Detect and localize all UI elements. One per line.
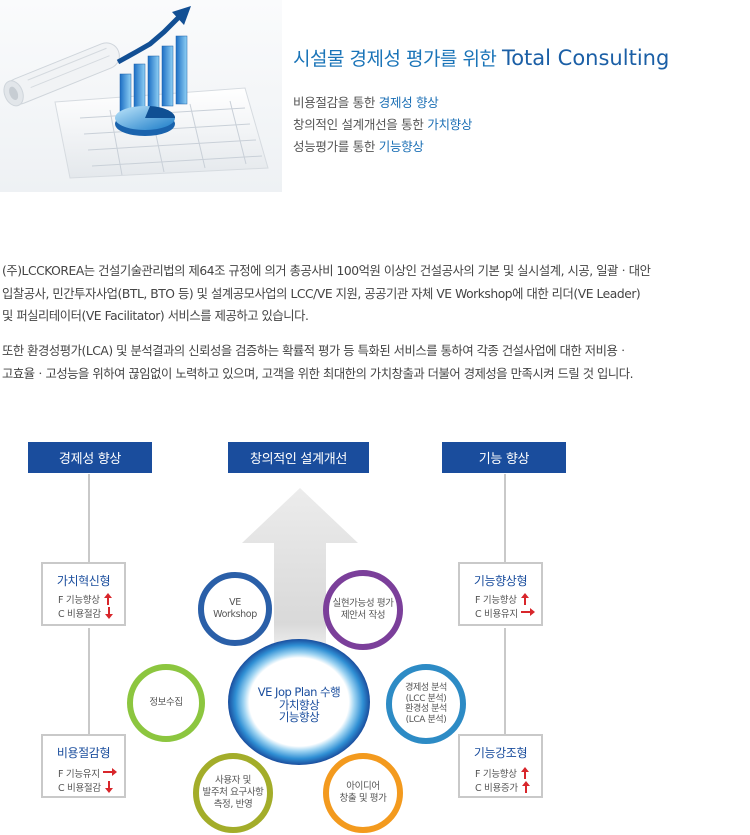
circle-idea-line-2: 창출 및 평가: [339, 793, 387, 804]
center-label-line-1: VE Jop Plan 수행: [257, 685, 341, 699]
box-function-improvement-line-1: F 기능향상: [475, 595, 517, 606]
hero-illustration: [0, 0, 282, 192]
intro-p2-line-1: 또한 환경성평가(LCA) 및 분석결과의 신뢰성을 검증하는 확률적 평가 등…: [2, 344, 629, 358]
box-cost-reduction-line-2: C 비용절감: [58, 783, 101, 794]
feature-line-1: 비용절감을 통한 경제성 향상: [293, 92, 439, 111]
feature-3-prefix: 성능평가를 통한: [293, 139, 376, 154]
circle-analysis: 경제성 분석(LCC 분석)환경성 분석(LCA 분석): [386, 664, 466, 744]
intro-paragraph-1: (주)LCCKOREA는 건설기술관리법의 제64조 규정에 의거 총공사비 1…: [2, 260, 747, 328]
circle-user-line-1: 사용자 및: [215, 775, 251, 786]
headline: 시설물 경제성 평가를 위한 Total Consulting: [293, 44, 669, 71]
circle-analysis-line-1: 경제성 분석: [405, 683, 447, 693]
arrow-up-icon: [520, 767, 529, 779]
arrow-up-icon: [103, 593, 112, 605]
tab-function-improvement: 기능 향상: [442, 442, 566, 473]
circle-user-line-3: 측정, 반영: [213, 799, 253, 810]
center-ring: [228, 639, 370, 765]
circle-proposal-line-2: 제안서 작성: [340, 610, 386, 621]
center-label-line-2: 가치향상: [278, 697, 320, 712]
arrow-right-icon: [520, 608, 535, 616]
arrow-up-icon: [520, 593, 529, 605]
circle-user-line-2: 발주처 요구사항: [202, 787, 264, 798]
up-arrow-graphic: [242, 488, 358, 668]
circle-idea-line-1: 아이디어: [346, 781, 380, 792]
box-function-emphasis-line-2: C 비용증가: [475, 783, 518, 794]
box-value-innovation: 가치혁신형 F 기능향상 C 비용절감: [41, 562, 126, 626]
intro-p1-line-1: (주)LCCKOREA는 건설기술관리법의 제64조 규정에 의거 총공사비 1…: [2, 264, 651, 278]
headline-prefix: 시설물 경제성 평가를 위한: [293, 48, 497, 70]
feature-2-prefix: 창의적인 설계개선을 통한: [293, 117, 424, 132]
circle-analysis-line-4: (LCA 분석): [405, 714, 447, 725]
circle-ve-workshop-line-1: VE: [229, 597, 241, 608]
box-function-emphasis-line-1: F 기능향상: [475, 769, 517, 780]
box-value-innovation-line-2: C 비용절감: [58, 609, 101, 620]
circle-ve-workshop-line-2: Workshop: [213, 609, 257, 620]
box-cost-reduction-title: 비용절감형: [56, 746, 111, 760]
feature-line-2: 창의적인 설계개선을 통한 가치향상: [293, 114, 472, 133]
feature-3-highlight: 기능향상: [378, 139, 424, 154]
circle-proposal-line-1: 실현가능성 평가: [332, 598, 394, 609]
feature-2-highlight: 가치향상: [427, 117, 473, 132]
right-connector-bottom: [504, 628, 506, 734]
arrow-down-icon: [104, 781, 113, 793]
center-label-line-3: 기능향상: [278, 710, 320, 724]
box-value-innovation-title: 가치혁신형: [56, 574, 111, 588]
headline-suffix: Total Consulting: [501, 46, 670, 70]
intro-paragraph-2: 또한 환경성평가(LCA) 및 분석결과의 신뢰성을 검증하는 확률적 평가 등…: [2, 340, 747, 385]
box-function-improvement-title: 기능향상형: [473, 574, 528, 588]
circle-analysis-line-2: (LCC 분석): [405, 693, 447, 704]
box-cost-reduction-line-1: F 기능유지: [58, 769, 100, 780]
left-connector-top: [88, 474, 90, 562]
feature-1-highlight: 경제성 향상: [378, 95, 439, 110]
box-cost-reduction: 비용절감형 F 기능유지 C 비용절감: [41, 734, 126, 798]
arrow-down-icon: [104, 607, 113, 619]
circle-info-gathering: 정보수집: [127, 664, 205, 742]
feature-1-prefix: 비용절감을 통한: [293, 95, 376, 110]
tab-economic-improvement: 경제성 향상: [28, 442, 152, 473]
intro-p1-line-3: 및 퍼실리테이터(VE Facilitator) 서비스를 제공하고 있습니다.: [2, 309, 309, 323]
arrow-up-icon: [521, 781, 530, 793]
arrow-right-icon: [102, 768, 117, 776]
box-function-improvement-line-2: C 비용유지: [475, 609, 518, 620]
intro-p2-line-2: 고효율ㆍ고성능을 위하여 끊임없이 노력하고 있으며, 고객을 위한 최대한의 …: [2, 366, 634, 381]
box-value-innovation-line-1: F 기능향상: [58, 595, 100, 606]
box-function-emphasis-title: 기능강조형: [473, 746, 528, 760]
right-connector-top: [504, 474, 506, 562]
intro-p1-line-2: 입찰공사, 민간투자사업(BTL, BTO 등) 및 설계공모사업의 LCC/V…: [2, 286, 641, 301]
circle-info-line-1: 정보수집: [149, 697, 183, 708]
left-connector-bottom: [88, 628, 90, 734]
center-label: VE Jop Plan 수행 가치향상 기능향상: [234, 686, 364, 724]
tab-creative-design: 창의적인 설계개선: [228, 442, 369, 473]
circle-analysis-line-3: 환경성 분석: [405, 704, 447, 714]
box-function-improvement: 기능향상형 F 기능향상 C 비용유지: [458, 562, 543, 626]
feature-line-3: 성능평가를 통한 기능향상: [293, 136, 424, 155]
box-function-emphasis: 기능강조형 F 기능향상 C 비용증가: [458, 734, 543, 798]
